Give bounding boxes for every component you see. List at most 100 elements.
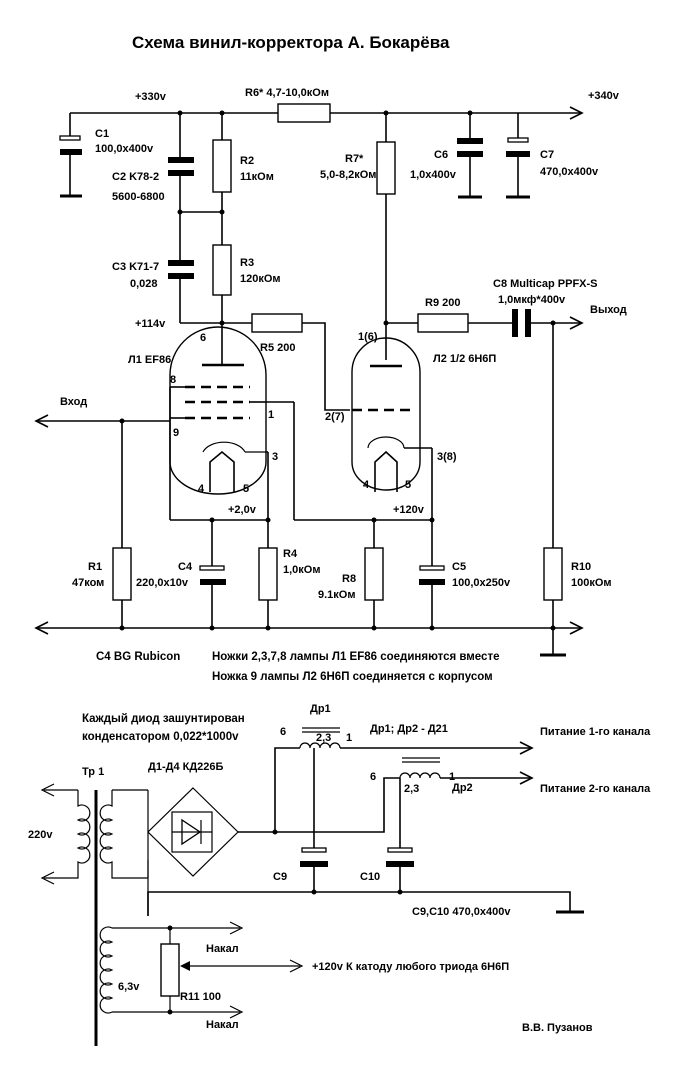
resistor-r4	[258, 520, 278, 628]
label-r4-name: R4	[283, 548, 298, 560]
label-r3-value: 120кОм	[240, 273, 281, 285]
label-output: Выход	[590, 304, 627, 316]
label-c2-value: 5600-6800	[112, 191, 165, 203]
label-r10-value: 100кОм	[571, 577, 612, 589]
choke-dr1	[274, 727, 534, 848]
resistor-r10	[540, 323, 566, 657]
heater-pot-r11	[160, 921, 304, 1019]
l2-pin-5: 5	[405, 479, 411, 491]
label-dr1: Др1	[310, 703, 331, 715]
l1-pin-3: 3	[272, 451, 278, 463]
label-r8-value: 9.1кОм	[318, 589, 356, 601]
label-6-3v: 6,3v	[118, 981, 140, 993]
label-c9c10: C9,C10 470,0x400v	[412, 906, 511, 918]
resistor-r7	[376, 113, 396, 360]
capacitor-c1	[59, 113, 82, 198]
label-c4-value: 220,0x10v	[136, 577, 189, 589]
note-diode-shunt-2: конденсатором 0,022*1000v	[82, 731, 239, 743]
dr2-pin-2-3: 2,3	[404, 783, 419, 795]
label-r2-name: R2	[240, 155, 254, 167]
label-c9: C9	[273, 871, 287, 883]
label-114v: +114v	[135, 318, 166, 330]
label-2v: +2,0v	[228, 504, 257, 516]
diode-bridge	[147, 787, 278, 916]
label-r7-name: R7*	[345, 153, 364, 165]
l2-pin-4: 4	[363, 479, 370, 491]
dr1-pin-2-3: 2,3	[316, 732, 331, 744]
label-c4-name: C4	[178, 561, 193, 573]
l1-pin-4: 4	[198, 483, 205, 495]
label-heater-1: Накал	[206, 943, 239, 955]
label-c3-value: 0,028	[130, 278, 158, 290]
label-c10: C10	[360, 871, 380, 883]
label-input: Вход	[60, 396, 87, 408]
label-c5-value: 100,0x250v	[452, 577, 511, 589]
capacitor-c5	[419, 520, 445, 628]
author-credit: В.В. Пузанов	[522, 1022, 593, 1034]
capacitor-c2	[168, 113, 194, 212]
resistor-r1	[112, 421, 132, 628]
l1-pin-5: 5	[243, 483, 249, 495]
label-c1-value: 100,0x400v	[95, 143, 154, 155]
label-cathode-note: +120v К катоду любого триода 6Н6П	[312, 961, 509, 973]
note-c4-type: C4 BG Rubicon	[96, 651, 180, 663]
capacitors-c9-c10	[147, 847, 584, 916]
dr2-pin-6: 6	[370, 771, 376, 783]
label-r1-value: 47ком	[72, 577, 104, 589]
output-network	[386, 309, 584, 337]
label-c1-name: C1	[95, 128, 109, 140]
l1-pin-8: 8	[170, 374, 176, 386]
label-c7-value: 470,0x400v	[540, 166, 599, 178]
capacitor-c3	[168, 212, 194, 323]
label-tube-l2: Л2 1/2 6Н6П	[433, 353, 496, 365]
label-heater-2: Накал	[206, 1019, 239, 1031]
label-dr2: Др2	[452, 782, 473, 794]
label-r11: R11 100	[180, 991, 221, 1003]
resistor-r8	[364, 520, 384, 628]
dr2-pin-1: 1	[449, 771, 455, 783]
capacitor-c7	[506, 113, 530, 199]
l2-pin-1-6: 1(6)	[358, 331, 378, 343]
label-r6: R6* 4,7-10,0кОм	[245, 87, 329, 99]
dr1-pin-6: 6	[280, 726, 286, 738]
label-r3-name: R3	[240, 257, 254, 269]
label-c2-name: C2 K78-2	[112, 171, 159, 183]
label-c8-name: C8 Multicap PPFX-S	[493, 278, 598, 290]
tube-l2	[351, 337, 432, 492]
hv-rail	[70, 103, 584, 123]
label-r8-name: R8	[342, 573, 356, 585]
label-c3-name: C3 K71-7	[112, 261, 159, 273]
note-diode-shunt-1: Каждый диод зашунтирован	[82, 713, 245, 725]
label-r5: R5 200	[260, 342, 295, 354]
label-r1-name: R1	[88, 561, 102, 573]
l2-pin-3-8: 3(8)	[437, 451, 457, 463]
resistor-r3	[180, 244, 252, 326]
ground-bus	[34, 621, 584, 635]
l1-cathode-network	[169, 387, 435, 523]
capacitor-c4	[199, 520, 226, 628]
l1-pin-6: 6	[200, 332, 206, 344]
label-tr1: Тр 1	[82, 766, 104, 778]
label-supply2: Питание 2-го канала	[540, 783, 651, 795]
label-c5-name: C5	[452, 561, 466, 573]
resistor-r2	[177, 113, 232, 245]
transformer-tr1	[40, 783, 170, 1046]
l1-pin-1: 1	[268, 409, 274, 421]
dr1-pin-1: 1	[346, 732, 352, 744]
label-tube-l1: Л1 EF86	[128, 354, 171, 366]
label-c6-value: 1,0x400v	[410, 169, 457, 181]
tube-l1	[169, 323, 267, 495]
label-supply1: Питание 1-го канала	[540, 726, 651, 738]
resistor-r5	[251, 313, 350, 411]
label-c7-name: C7	[540, 149, 554, 161]
label-340v: +340v	[588, 90, 620, 102]
schematic-title: Схема винил-корректора А. Бокарёва	[132, 33, 450, 52]
label-c6-name: C6	[434, 149, 448, 161]
input-line	[34, 414, 170, 428]
capacitor-c6	[457, 113, 483, 199]
choke-dr2	[275, 757, 534, 848]
label-220v: 220v	[28, 829, 53, 841]
label-r9: R9 200	[425, 297, 460, 309]
label-120v: +120v	[393, 504, 425, 516]
